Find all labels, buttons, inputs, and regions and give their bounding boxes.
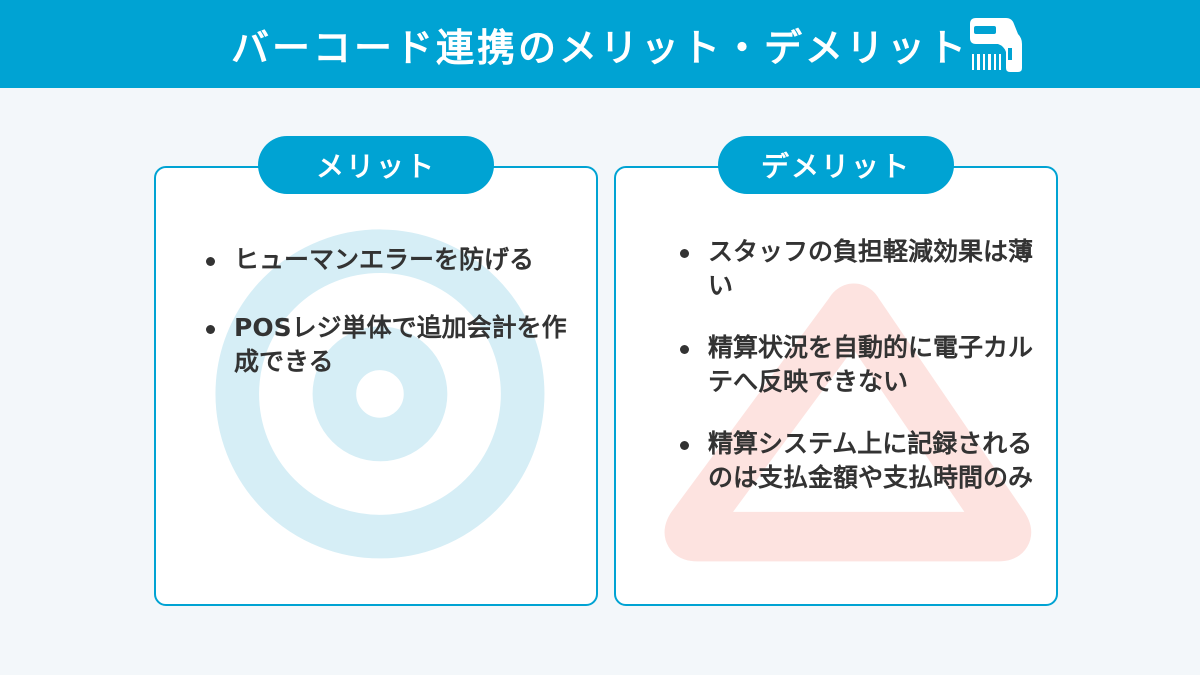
- merits-label: メリット: [258, 136, 494, 194]
- list-item: ヒューマンエラーを防げる: [202, 243, 582, 277]
- merits-panel: [154, 166, 598, 606]
- bullet-icon: [680, 441, 689, 450]
- bullet-icon: [206, 257, 215, 266]
- list-item: 精算状況を自動的に電子カルテへ反映できない: [676, 331, 1036, 399]
- bullet-icon: [680, 345, 689, 354]
- demerits-panel: [614, 166, 1058, 606]
- merits-list: ヒューマンエラーを防げる POSレジ単体で追加会計を作成できる: [202, 243, 582, 413]
- list-item: スタッフの負担軽減効果は薄い: [676, 235, 1036, 303]
- demerits-list: スタッフの負担軽減効果は薄い 精算状況を自動的に電子カルテへ反映できない 精算シ…: [676, 235, 1036, 523]
- bullet-icon: [680, 249, 689, 258]
- page-title: バーコード連携のメリット・デメリット: [230, 25, 969, 70]
- header-bar: バーコード連携のメリット・デメリット: [0, 0, 1200, 88]
- bullet-icon: [206, 325, 215, 334]
- barcode-scanner-icon: [970, 18, 1022, 72]
- list-item: POSレジ単体で追加会計を作成できる: [202, 311, 582, 379]
- concentric-circle-icon: [215, 229, 545, 559]
- list-item: 精算システム上に記録されるのは支払金額や支払時間のみ: [676, 427, 1036, 495]
- triangle-icon: [664, 284, 1032, 562]
- demerits-label: デメリット: [718, 136, 954, 194]
